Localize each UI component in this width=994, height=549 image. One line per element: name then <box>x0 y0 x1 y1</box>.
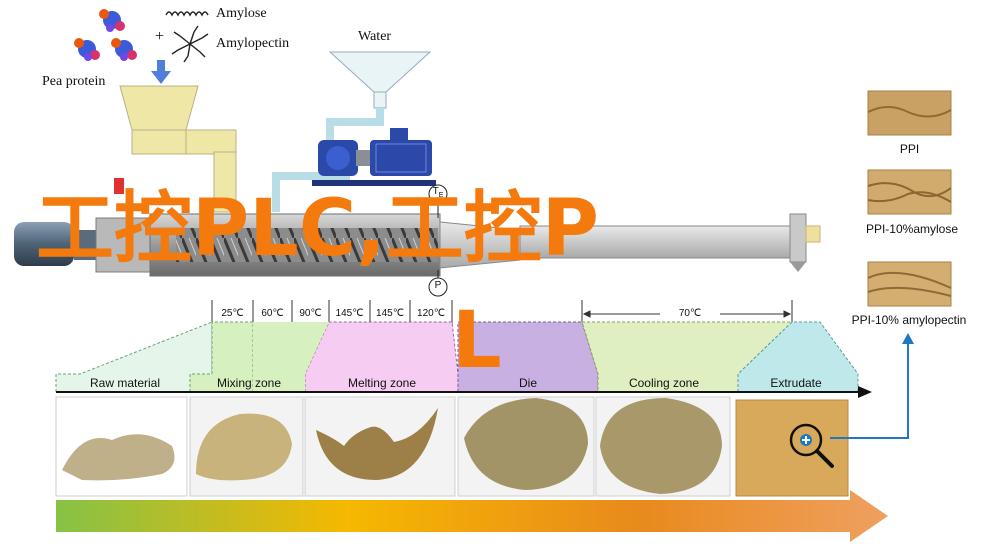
water-pump <box>312 128 436 186</box>
product-swatch-ppi-amylopectin <box>867 261 952 307</box>
zone-label-die: Die <box>518 376 537 390</box>
pressure-sensor-label: P <box>434 280 442 291</box>
amylose-label: Amylose <box>216 6 267 21</box>
pressure-sensor-icon <box>428 270 448 297</box>
watermark-text-l: L <box>452 296 502 386</box>
feed-arrow-icon <box>151 60 171 84</box>
zone-label-raw: Raw material <box>89 376 161 390</box>
temp-70: 70℃ <box>678 308 702 319</box>
temperature-sensor-icon <box>428 184 448 218</box>
screw <box>176 228 438 262</box>
temp-25: 25℃ <box>221 308 244 319</box>
magnifier-icon[interactable] <box>789 423 834 468</box>
zone-label-mixing: Mixing zone <box>216 376 282 390</box>
temperature-sensor-label: TE <box>432 186 444 199</box>
zone-label-cooling: Cooling zone <box>628 376 700 390</box>
temp-145-a: 145℃ <box>335 308 364 319</box>
hopper <box>119 85 237 213</box>
watermark-text: 工控PLC,工控P <box>36 184 599 274</box>
temp-120: 120℃ <box>417 308 445 319</box>
product-label-ppi-amylose: PPI-10%amylose <box>865 222 959 236</box>
plus-sign: + <box>155 28 165 45</box>
product-swatch-ppi-amylose <box>867 169 952 215</box>
mixing-zone-fill <box>253 322 329 392</box>
amylose-icon <box>165 11 209 17</box>
zoom-pointer-arrow <box>830 333 914 439</box>
motor <box>14 222 96 266</box>
temp-90: 90℃ <box>299 308 322 319</box>
zone-shape-extrudate <box>737 321 859 393</box>
zone-shape-raw <box>55 321 213 393</box>
zone-label-melting: Melting zone <box>347 376 417 390</box>
pea-protein-molecule-icon <box>74 9 137 61</box>
product-label-ppi-amylopectin: PPI-10% amylopectin <box>851 313 967 327</box>
temp-60: 60℃ <box>261 308 284 319</box>
product-label-ppi: PPI <box>899 142 920 156</box>
process-gradient-arrow <box>56 490 888 542</box>
amylopectin-icon <box>171 25 209 63</box>
indicator-light <box>114 178 124 194</box>
process-axis <box>56 386 872 398</box>
amylopectin-label: Amylopectin <box>216 36 290 51</box>
die-section <box>439 213 821 272</box>
product-swatch-ppi <box>867 90 952 136</box>
water-label: Water <box>358 29 392 44</box>
pea-protein-label: Pea protein <box>42 74 106 89</box>
temp-145-b: 145℃ <box>376 308 404 319</box>
zone-label-extrudate: Extrudate <box>770 376 822 390</box>
